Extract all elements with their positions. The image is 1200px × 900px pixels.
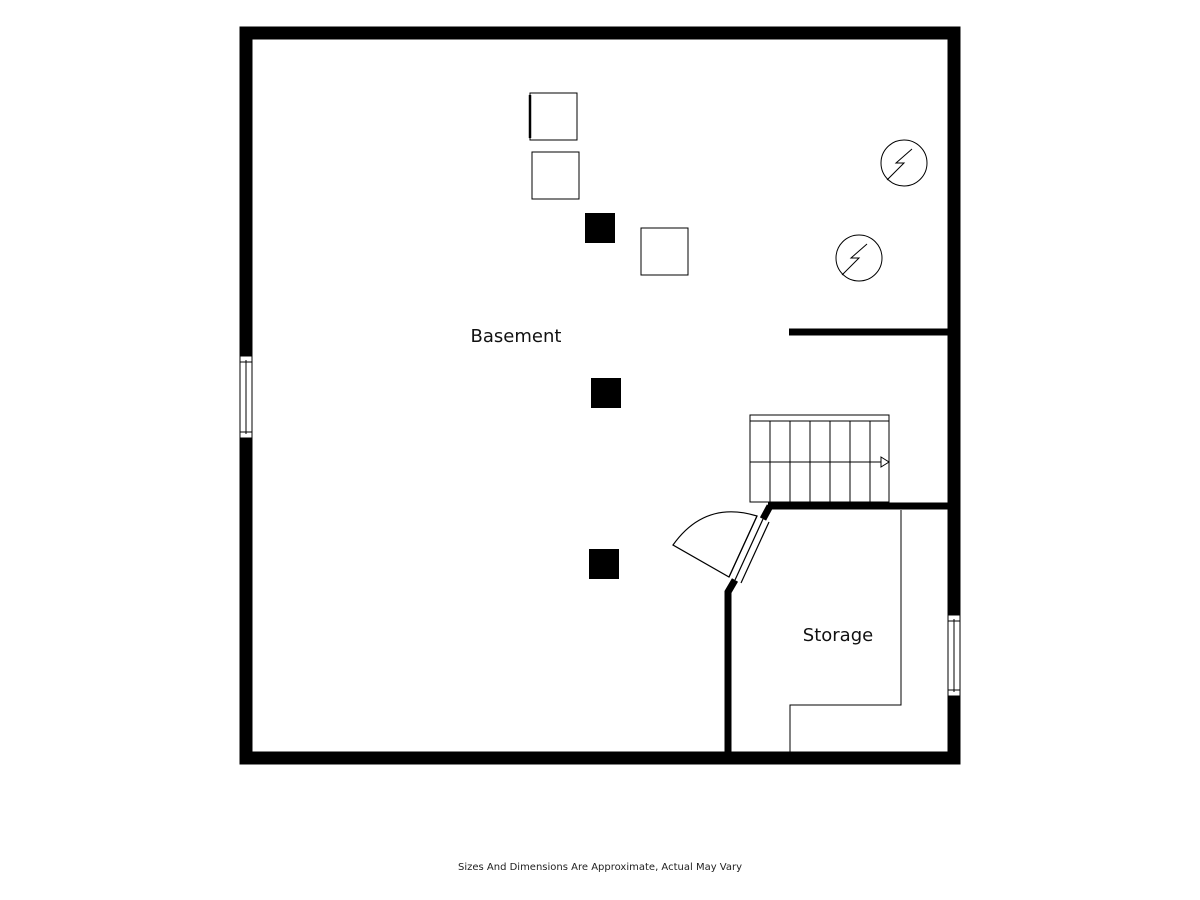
electrical-symbol-icon — [880, 139, 928, 187]
appliances — [528, 92, 689, 276]
support-post — [589, 549, 619, 579]
door-swing-arc — [672, 511, 758, 578]
storage-wall-left-lower — [724, 578, 739, 756]
appliance-box-3 — [640, 227, 689, 276]
appliance-box-1 — [528, 92, 578, 141]
support-posts — [585, 213, 621, 579]
window-right — [947, 614, 961, 697]
interior-walls — [724, 328, 952, 756]
room-label-storage: Storage — [803, 625, 873, 646]
exterior-walls — [239, 26, 961, 765]
window-left — [239, 355, 253, 439]
support-post — [585, 213, 615, 243]
storage-inner-outline — [789, 510, 902, 754]
support-post — [591, 378, 621, 408]
appliance-box-2 — [531, 151, 580, 200]
electrical-symbol-icon — [835, 234, 883, 282]
storage-wall-left — [759, 504, 774, 521]
room-label-basement: Basement — [471, 326, 562, 347]
staircase — [749, 414, 890, 503]
disclaimer-note: Sizes And Dimensions Are Approximate, Ac… — [457, 862, 743, 873]
stair-arrow-icon — [880, 456, 890, 468]
storage-door — [672, 511, 770, 584]
